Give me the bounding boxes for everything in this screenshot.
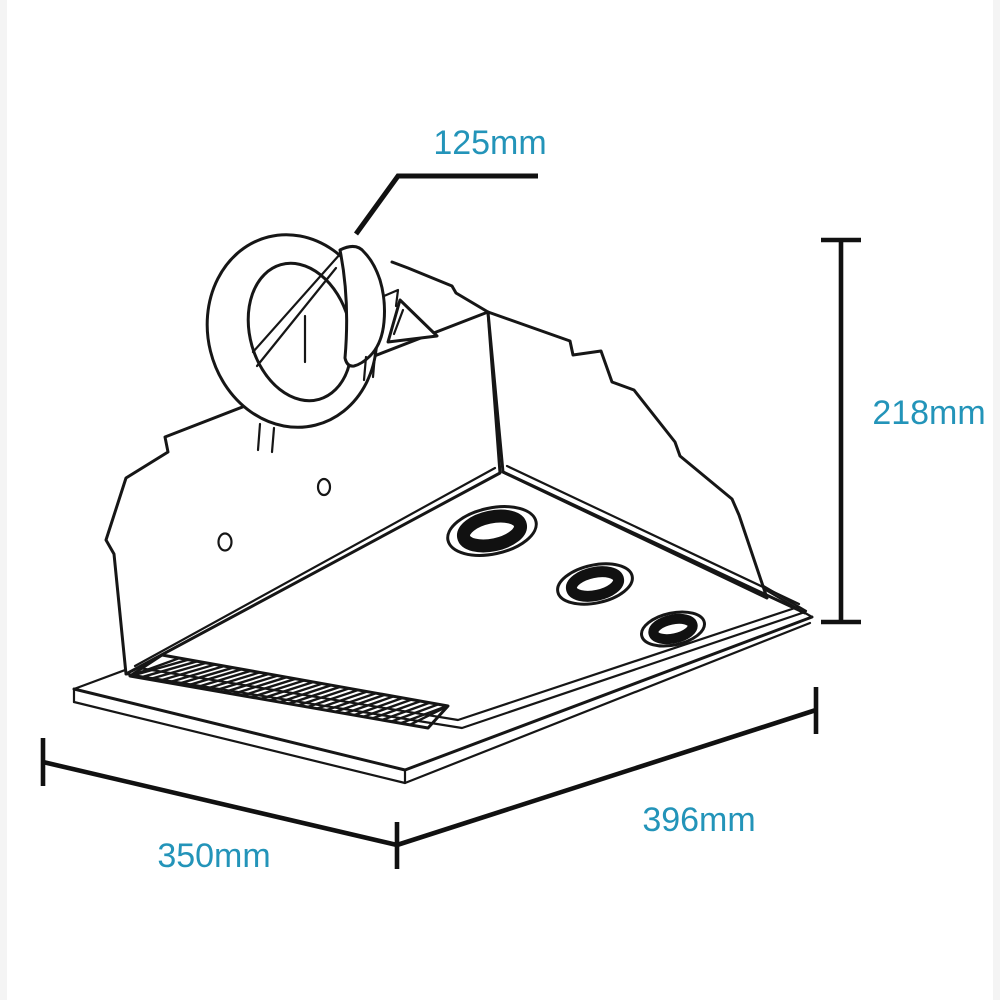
grille-slat bbox=[297, 687, 350, 707]
grille-slat bbox=[167, 664, 225, 684]
left-edge-strip bbox=[0, 0, 7, 1000]
grille-slat bbox=[335, 693, 386, 713]
grille-slat bbox=[353, 696, 404, 717]
grille-slat bbox=[362, 698, 413, 718]
downlight-large-ring bbox=[456, 509, 528, 553]
grille-slat bbox=[195, 669, 252, 689]
grille-slat bbox=[279, 684, 332, 704]
housing bbox=[104, 260, 807, 676]
grille-slat bbox=[325, 692, 377, 712]
duct-bracket-notch bbox=[382, 288, 400, 308]
duct-collar-line-4 bbox=[371, 352, 377, 379]
grille-slat bbox=[148, 661, 207, 681]
handle-triangle bbox=[386, 298, 439, 344]
grille-slat bbox=[241, 677, 296, 697]
duct-bracket bbox=[338, 245, 386, 368]
downlight-large bbox=[446, 505, 538, 557]
housing-back-ridge bbox=[390, 260, 490, 314]
downlight-small-bezel bbox=[640, 610, 706, 648]
dim-height: 218mm bbox=[821, 237, 986, 625]
grille-slat bbox=[251, 679, 305, 699]
grille-slat bbox=[381, 701, 431, 722]
grille-slat bbox=[232, 676, 287, 696]
downlights bbox=[446, 505, 706, 648]
dim-width-line bbox=[396, 707, 817, 848]
right-edge-strip bbox=[993, 0, 1000, 1000]
dim-depth-line bbox=[42, 759, 398, 848]
grille-slat bbox=[260, 680, 314, 700]
grille-slat bbox=[372, 699, 422, 720]
duct-collar-line-1 bbox=[256, 422, 262, 452]
duct-spigot bbox=[205, 233, 400, 454]
grille-hatch-lines bbox=[129, 656, 449, 726]
duct-collar-line-2 bbox=[270, 426, 276, 454]
grille-slat bbox=[269, 682, 323, 702]
grille-slat bbox=[344, 695, 395, 715]
grille-slat bbox=[223, 674, 279, 694]
dim-duct-label: 125mm bbox=[433, 124, 546, 162]
housing-bottom-right-edge bbox=[501, 470, 807, 615]
dim-width-label: 396mm bbox=[642, 801, 755, 839]
downlight-medium-bezel bbox=[556, 562, 634, 606]
downlight-large-bezel bbox=[446, 505, 538, 557]
dim-duct-leader-line bbox=[353, 173, 538, 236]
grille-slat bbox=[176, 666, 234, 686]
downlight-medium-ring bbox=[565, 566, 625, 602]
heater-grille bbox=[128, 653, 450, 730]
housing-left-bottom-inner bbox=[133, 466, 497, 668]
dim-depth: 350mm bbox=[40, 738, 400, 875]
dim-duct: 125mm bbox=[353, 124, 547, 236]
dim-depth-label: 350mm bbox=[157, 837, 270, 875]
grille-slat bbox=[307, 688, 359, 709]
downlight-small bbox=[640, 610, 706, 648]
grille-slat bbox=[316, 690, 368, 710]
heater-grille-frame bbox=[128, 653, 450, 730]
dim-height-label: 218mm bbox=[872, 394, 985, 432]
grille-slat bbox=[204, 671, 261, 691]
grille-slat bbox=[139, 660, 198, 679]
grille-slat bbox=[130, 658, 189, 678]
housing-left-face bbox=[104, 310, 502, 676]
duct-interior-edge-2 bbox=[255, 266, 338, 368]
downlight-small-ring bbox=[648, 613, 698, 645]
handle-triangle-inner bbox=[392, 308, 405, 336]
grille-slat bbox=[409, 704, 449, 726]
screw-hole-2 bbox=[316, 477, 332, 497]
housing-right-face bbox=[486, 310, 769, 600]
housing-bottom-right-inner bbox=[505, 464, 801, 606]
duct-collar-line-3 bbox=[362, 355, 368, 382]
grille-slat bbox=[158, 663, 216, 683]
rim-inner-border-2 bbox=[131, 605, 800, 722]
grille-slat bbox=[214, 672, 270, 692]
screw-hole-1 bbox=[217, 532, 233, 552]
handle-cutout bbox=[386, 298, 439, 344]
grille-slat bbox=[390, 703, 439, 723]
dim-width: 396mm bbox=[396, 687, 819, 848]
grille-slat bbox=[288, 685, 341, 705]
duct-interior-edge-1 bbox=[251, 251, 343, 354]
downlight-medium bbox=[556, 562, 634, 606]
grille-slat bbox=[186, 668, 243, 687]
